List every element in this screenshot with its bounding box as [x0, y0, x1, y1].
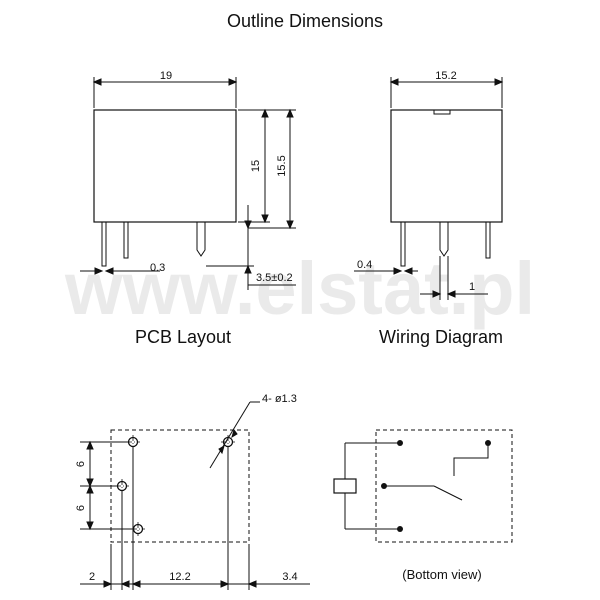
side-view	[354, 77, 504, 300]
dim-left-offset: 2	[89, 571, 95, 583]
wiring-diagram-title: Wiring Diagram	[379, 327, 503, 347]
dim-pin-length: 3.5±0.2	[256, 272, 293, 284]
dim-spacing: 12.2	[169, 571, 190, 583]
wiring-outline	[375, 429, 513, 543]
side-pin-right	[485, 221, 491, 259]
front-pin-right	[196, 222, 206, 257]
bottom-view-label: (Bottom view)	[402, 567, 481, 582]
dim-side-width: 15.2	[435, 70, 456, 82]
terminal-dot	[397, 526, 403, 532]
dim-body-height: 15	[250, 160, 262, 172]
side-pin-mid	[439, 222, 449, 257]
front-pin-left	[101, 221, 107, 267]
terminal-dot	[397, 440, 403, 446]
outline-dimensions-title: Outline Dimensions	[227, 11, 383, 31]
relay-body-front	[93, 109, 237, 223]
coil-symbol	[333, 478, 357, 494]
side-pin-left	[400, 221, 406, 267]
relay-body-side	[390, 109, 503, 223]
terminal-dot	[485, 440, 491, 446]
dim-side-pin: 0.4	[357, 259, 372, 271]
dim-right-offset: 3.4	[282, 571, 297, 583]
dim-pin-thickness: 0.3	[150, 262, 165, 274]
dim-total-height: 15.5	[276, 155, 288, 176]
front-pin-mid	[123, 221, 129, 259]
dim-pitch-upper: 6	[75, 461, 87, 467]
front-view	[80, 77, 296, 290]
wiring-diagram	[333, 429, 513, 543]
dim-hole-callout: 4- ø1.3	[262, 393, 297, 405]
pcb-layout	[80, 401, 310, 590]
watermark-text: www.elstat.pl	[64, 247, 535, 330]
terminal-dot	[381, 483, 387, 489]
dim-pitch-lower: 6	[75, 505, 87, 511]
pcb-layout-title: PCB Layout	[135, 327, 231, 347]
dim-side-pin-width: 1	[469, 281, 475, 293]
side-top-notch	[433, 109, 451, 115]
wiring-terminals	[381, 440, 491, 532]
dim-front-width: 19	[160, 70, 172, 82]
